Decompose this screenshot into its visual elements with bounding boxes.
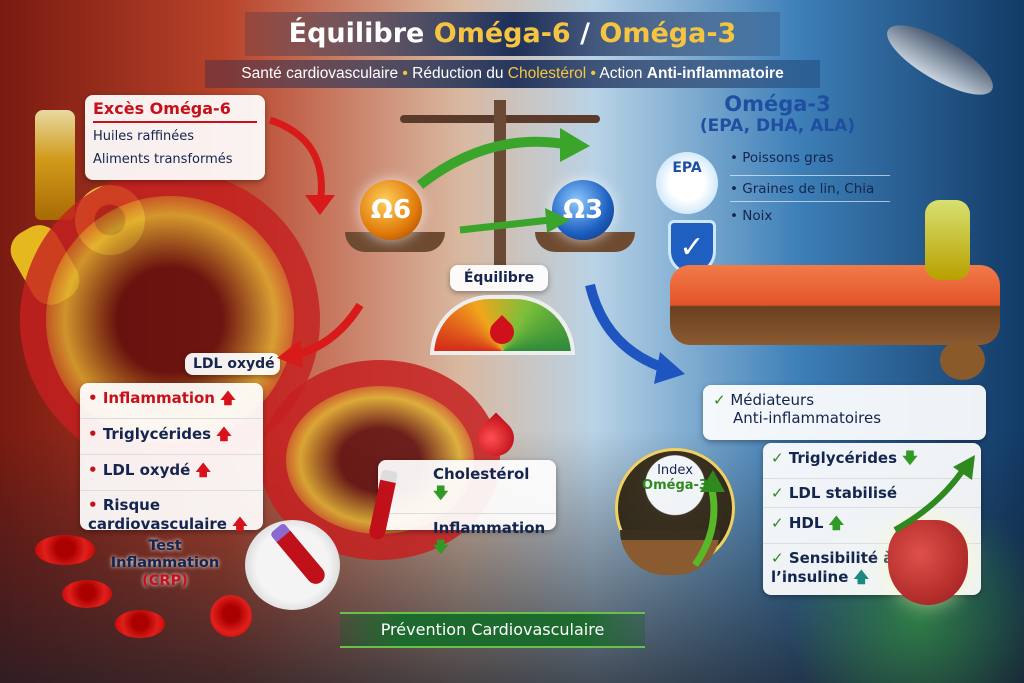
fish-icon — [878, 12, 1002, 108]
benefit-label: HDL — [788, 514, 824, 532]
green-arrow-up-icon — [692, 470, 725, 568]
source-label: Poissons gras — [742, 150, 834, 166]
test-line: (CRP) — [142, 572, 188, 589]
arrow-up-icon: 🡅 — [232, 514, 248, 533]
subtitle-health: Santé cardiovasculaire — [241, 65, 399, 82]
epa-capsule: EPA — [656, 152, 718, 214]
title-omega3: Oméga-3 — [599, 18, 737, 49]
arrow-up-icon: 🡅 — [220, 389, 236, 407]
omega3-source: • Poissons gras — [730, 150, 890, 176]
subtitle-cholesterol: Cholestérol — [507, 65, 587, 82]
risk-item: • Risque cardiovasculaire 🡅 — [88, 496, 248, 533]
subtitle-action: Action — [599, 65, 647, 82]
mediators-card: ✓ Médiateurs Anti-inflammatoires — [703, 385, 986, 440]
blue-arrow-icon — [585, 283, 685, 384]
check-icon: ✓ — [771, 449, 784, 467]
omega3-subtitle: (EPA, DHA, ALA) — [699, 116, 856, 136]
index-line: Oméga-3 — [642, 478, 708, 493]
arrow-down-icon: 🡇 — [433, 538, 449, 556]
omega3-sources: • Poissons gras • Graines de lin, Chia •… — [730, 150, 890, 228]
arrow-down-icon: 🡇 — [902, 449, 918, 467]
check-icon: ✓ — [713, 391, 726, 409]
red-blood-cell — [210, 595, 252, 637]
bullet: • — [586, 65, 600, 82]
risk-label: Inflammation — [102, 389, 215, 407]
page-title: Équilibre Oméga-6 / Oméga-3 — [245, 12, 780, 56]
risk-list: • Inflammation 🡅 • Triglycérides 🡅 • LDL… — [80, 383, 263, 533]
omega3-source: • Noix — [730, 208, 773, 224]
title-separator: / — [570, 18, 600, 49]
prevention-banner: Prévention Cardiovasculaire — [340, 612, 645, 648]
olive-oil-icon — [925, 200, 970, 280]
red-blood-cell — [115, 610, 165, 638]
benefit-item: ✓ Sensibilité à l’insuline 🡅 — [763, 544, 903, 592]
crp-test-label: Test Inflammation (CRP) — [100, 538, 230, 590]
mediators-text: Médiateurs — [730, 391, 815, 409]
omega3-header: Oméga-3 (EPA, DHA, ALA) — [670, 92, 885, 136]
prevention-label: Prévention Cardiovasculaire — [380, 620, 605, 639]
risk-item: • Inflammation 🡅 — [80, 383, 263, 419]
center-results: Cholestérol 🡇 Inflammation 🡇 — [378, 460, 556, 556]
source-label: Graines de lin, Chia — [742, 181, 875, 197]
ldl-oxidized-label: LDL oxydé — [185, 353, 280, 375]
subtitle: Santé cardiovasculaire • Réduction du Ch… — [205, 60, 820, 88]
title-prefix: Équilibre — [288, 18, 434, 49]
subtitle-reduction: Réduction du — [412, 65, 508, 82]
omega3-source: • Graines de lin, Chia — [730, 176, 890, 202]
benefit-label: LDL stabilisé — [788, 484, 898, 502]
green-trend-arrow-icon — [893, 455, 975, 533]
source-label: Noix — [742, 208, 773, 224]
scale-pan-left — [345, 232, 445, 252]
test-line: Inflammation — [110, 555, 220, 572]
result-item: Inflammation 🡇 — [378, 514, 556, 567]
risk-item: • LDL oxydé 🡅 — [80, 455, 263, 491]
risk-label: Risque cardiovasculaire — [88, 496, 227, 533]
index-line: Index — [657, 463, 693, 478]
red-blood-cell — [62, 580, 112, 608]
benefit-label: Sensibilité à l’insuline — [771, 549, 894, 586]
benefit-item: ✓ Triglycérides 🡇 — [763, 443, 981, 479]
benefit-label: Triglycérides — [788, 449, 898, 467]
green-arrows-icon — [416, 128, 590, 234]
ldl-label-text: LDL oxydé — [193, 356, 275, 372]
epa-label: EPA — [672, 160, 702, 176]
benefit-item: ✓ HDL 🡅 — [763, 508, 981, 544]
check-icon: ✓ — [771, 484, 784, 502]
test-line: Test — [148, 538, 182, 554]
omega6-excess-title: Excès Oméga-6 — [93, 99, 257, 123]
title-omega6: Oméga-6 — [433, 18, 571, 49]
omega6-orb: Ω6 — [360, 180, 422, 240]
omega6-excess-card: Excès Oméga-6 Huiles raffinées Aliments … — [85, 95, 265, 180]
arrow-down-icon: 🡇 — [433, 484, 449, 502]
arrow-up-icon: 🡅 — [216, 425, 232, 443]
red-blood-cell — [35, 535, 95, 565]
red-arrow-icon — [277, 302, 364, 368]
oil-bottle-icon — [35, 110, 75, 220]
arrow-up-icon: 🡅 — [195, 461, 211, 479]
subtitle-anti-inflammatory: Anti-inflammatoire — [646, 65, 784, 82]
mediators-line: Anti-inflammatoires — [733, 409, 882, 427]
omega3-orb: Ω3 — [552, 180, 614, 240]
result-label: Inflammation — [433, 519, 546, 537]
risk-item: • Triglycérides 🡅 — [80, 419, 263, 455]
risk-label: LDL oxydé — [102, 461, 191, 479]
risk-label: Triglycérides — [102, 425, 212, 443]
check-icon: ✓ — [771, 549, 784, 567]
benefit-item: ✓ LDL stabilisé — [763, 479, 981, 508]
omega6-source: Huiles raffinées — [93, 129, 195, 144]
check-icon: ✓ — [771, 514, 784, 532]
arrow-up-icon: 🡅 — [828, 514, 845, 532]
omega6-source: Aliments transformés — [93, 152, 233, 167]
red-arrow-icon — [268, 116, 335, 215]
heart-icon — [888, 520, 968, 605]
mediators-line: ✓ Médiateurs — [713, 391, 976, 409]
balance-label: Équilibre — [450, 265, 548, 291]
arrow-up-icon: 🡅 — [853, 567, 870, 586]
result-item: Cholestérol 🡇 — [378, 460, 556, 514]
result-label: Cholestérol — [433, 465, 530, 483]
omega3-title: Oméga-3 — [724, 92, 831, 116]
walnut-icon — [940, 340, 985, 380]
scale-pan-right — [535, 232, 635, 252]
bullet: • — [398, 65, 413, 82]
